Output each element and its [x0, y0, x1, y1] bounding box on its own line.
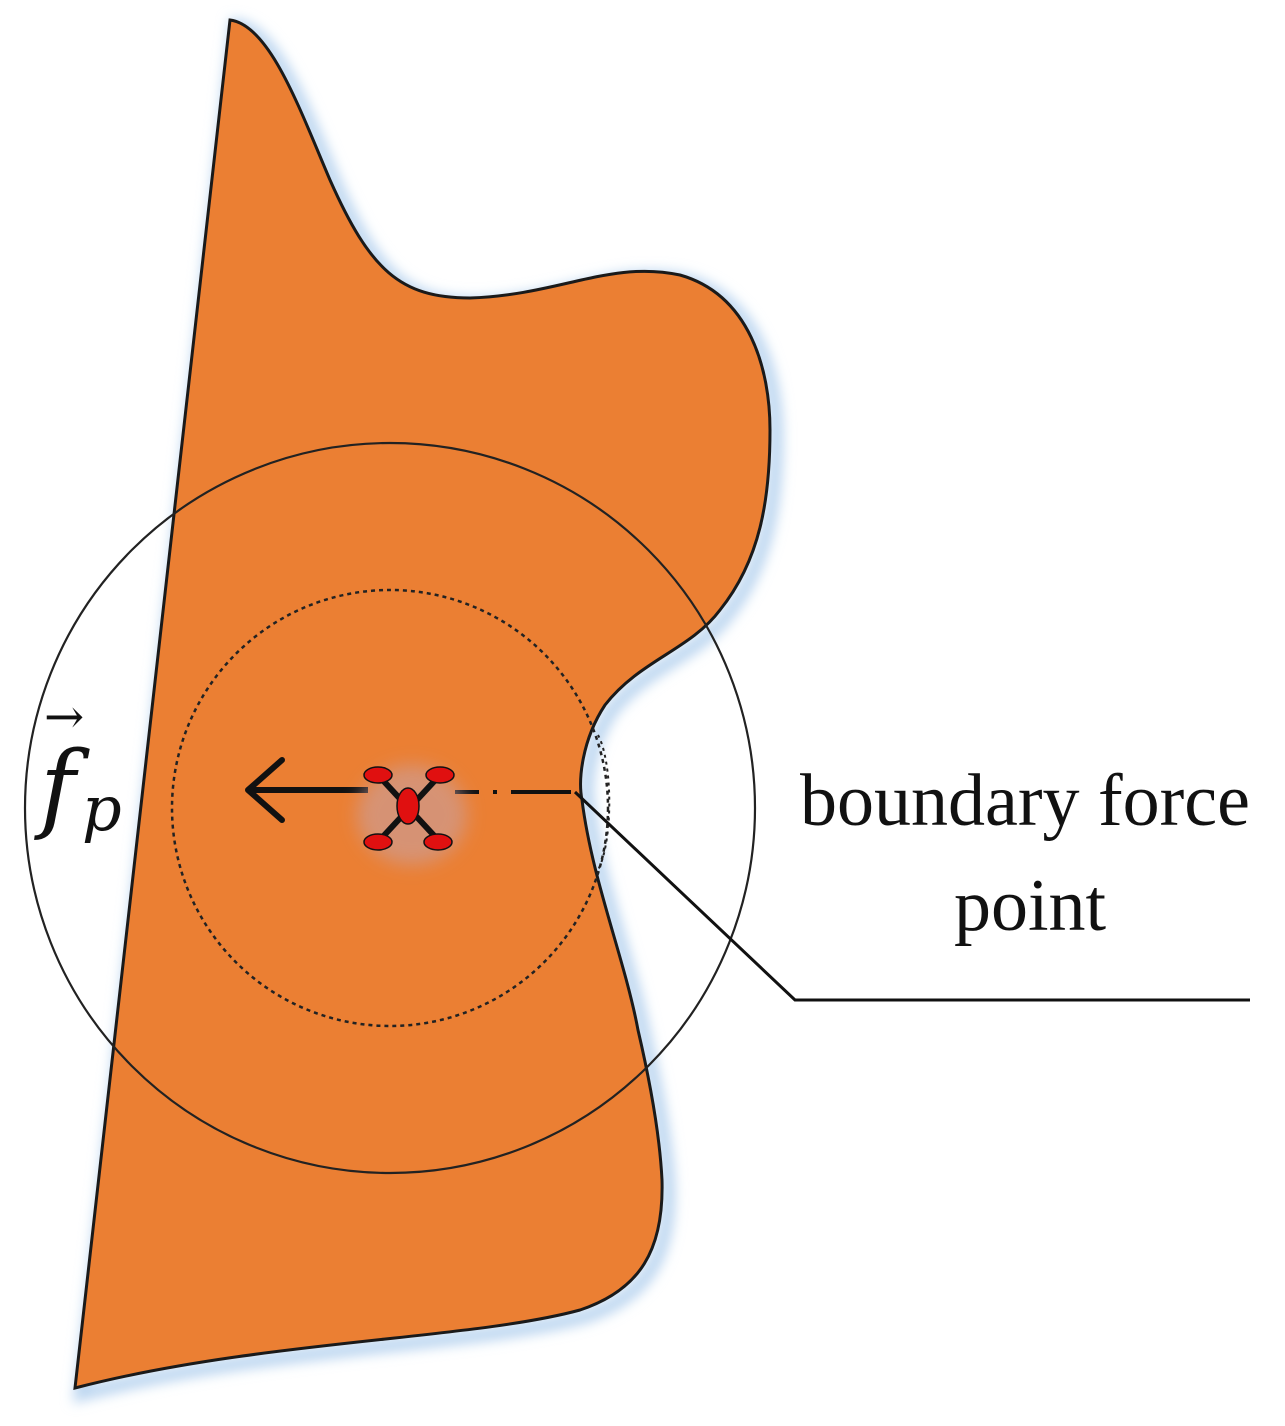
drone-icon: [357, 765, 467, 865]
boundary-point-dotted-arc: [597, 734, 611, 871]
force-vector-arrow-glyph: →: [44, 689, 84, 745]
force-vector-label: → f p: [34, 689, 122, 845]
force-arrow: [245, 757, 368, 823]
orange-region: [73, 18, 772, 1390]
label-leader-line: [573, 790, 1250, 1002]
force-vector-subscript: p: [82, 772, 122, 845]
outer-sensing-circle: [23, 441, 757, 1175]
boundary-force-label-line1: boundary force: [800, 760, 1250, 842]
inner-dotted-circle: [170, 588, 610, 1028]
boundary-force-label-line2: point: [954, 865, 1107, 947]
